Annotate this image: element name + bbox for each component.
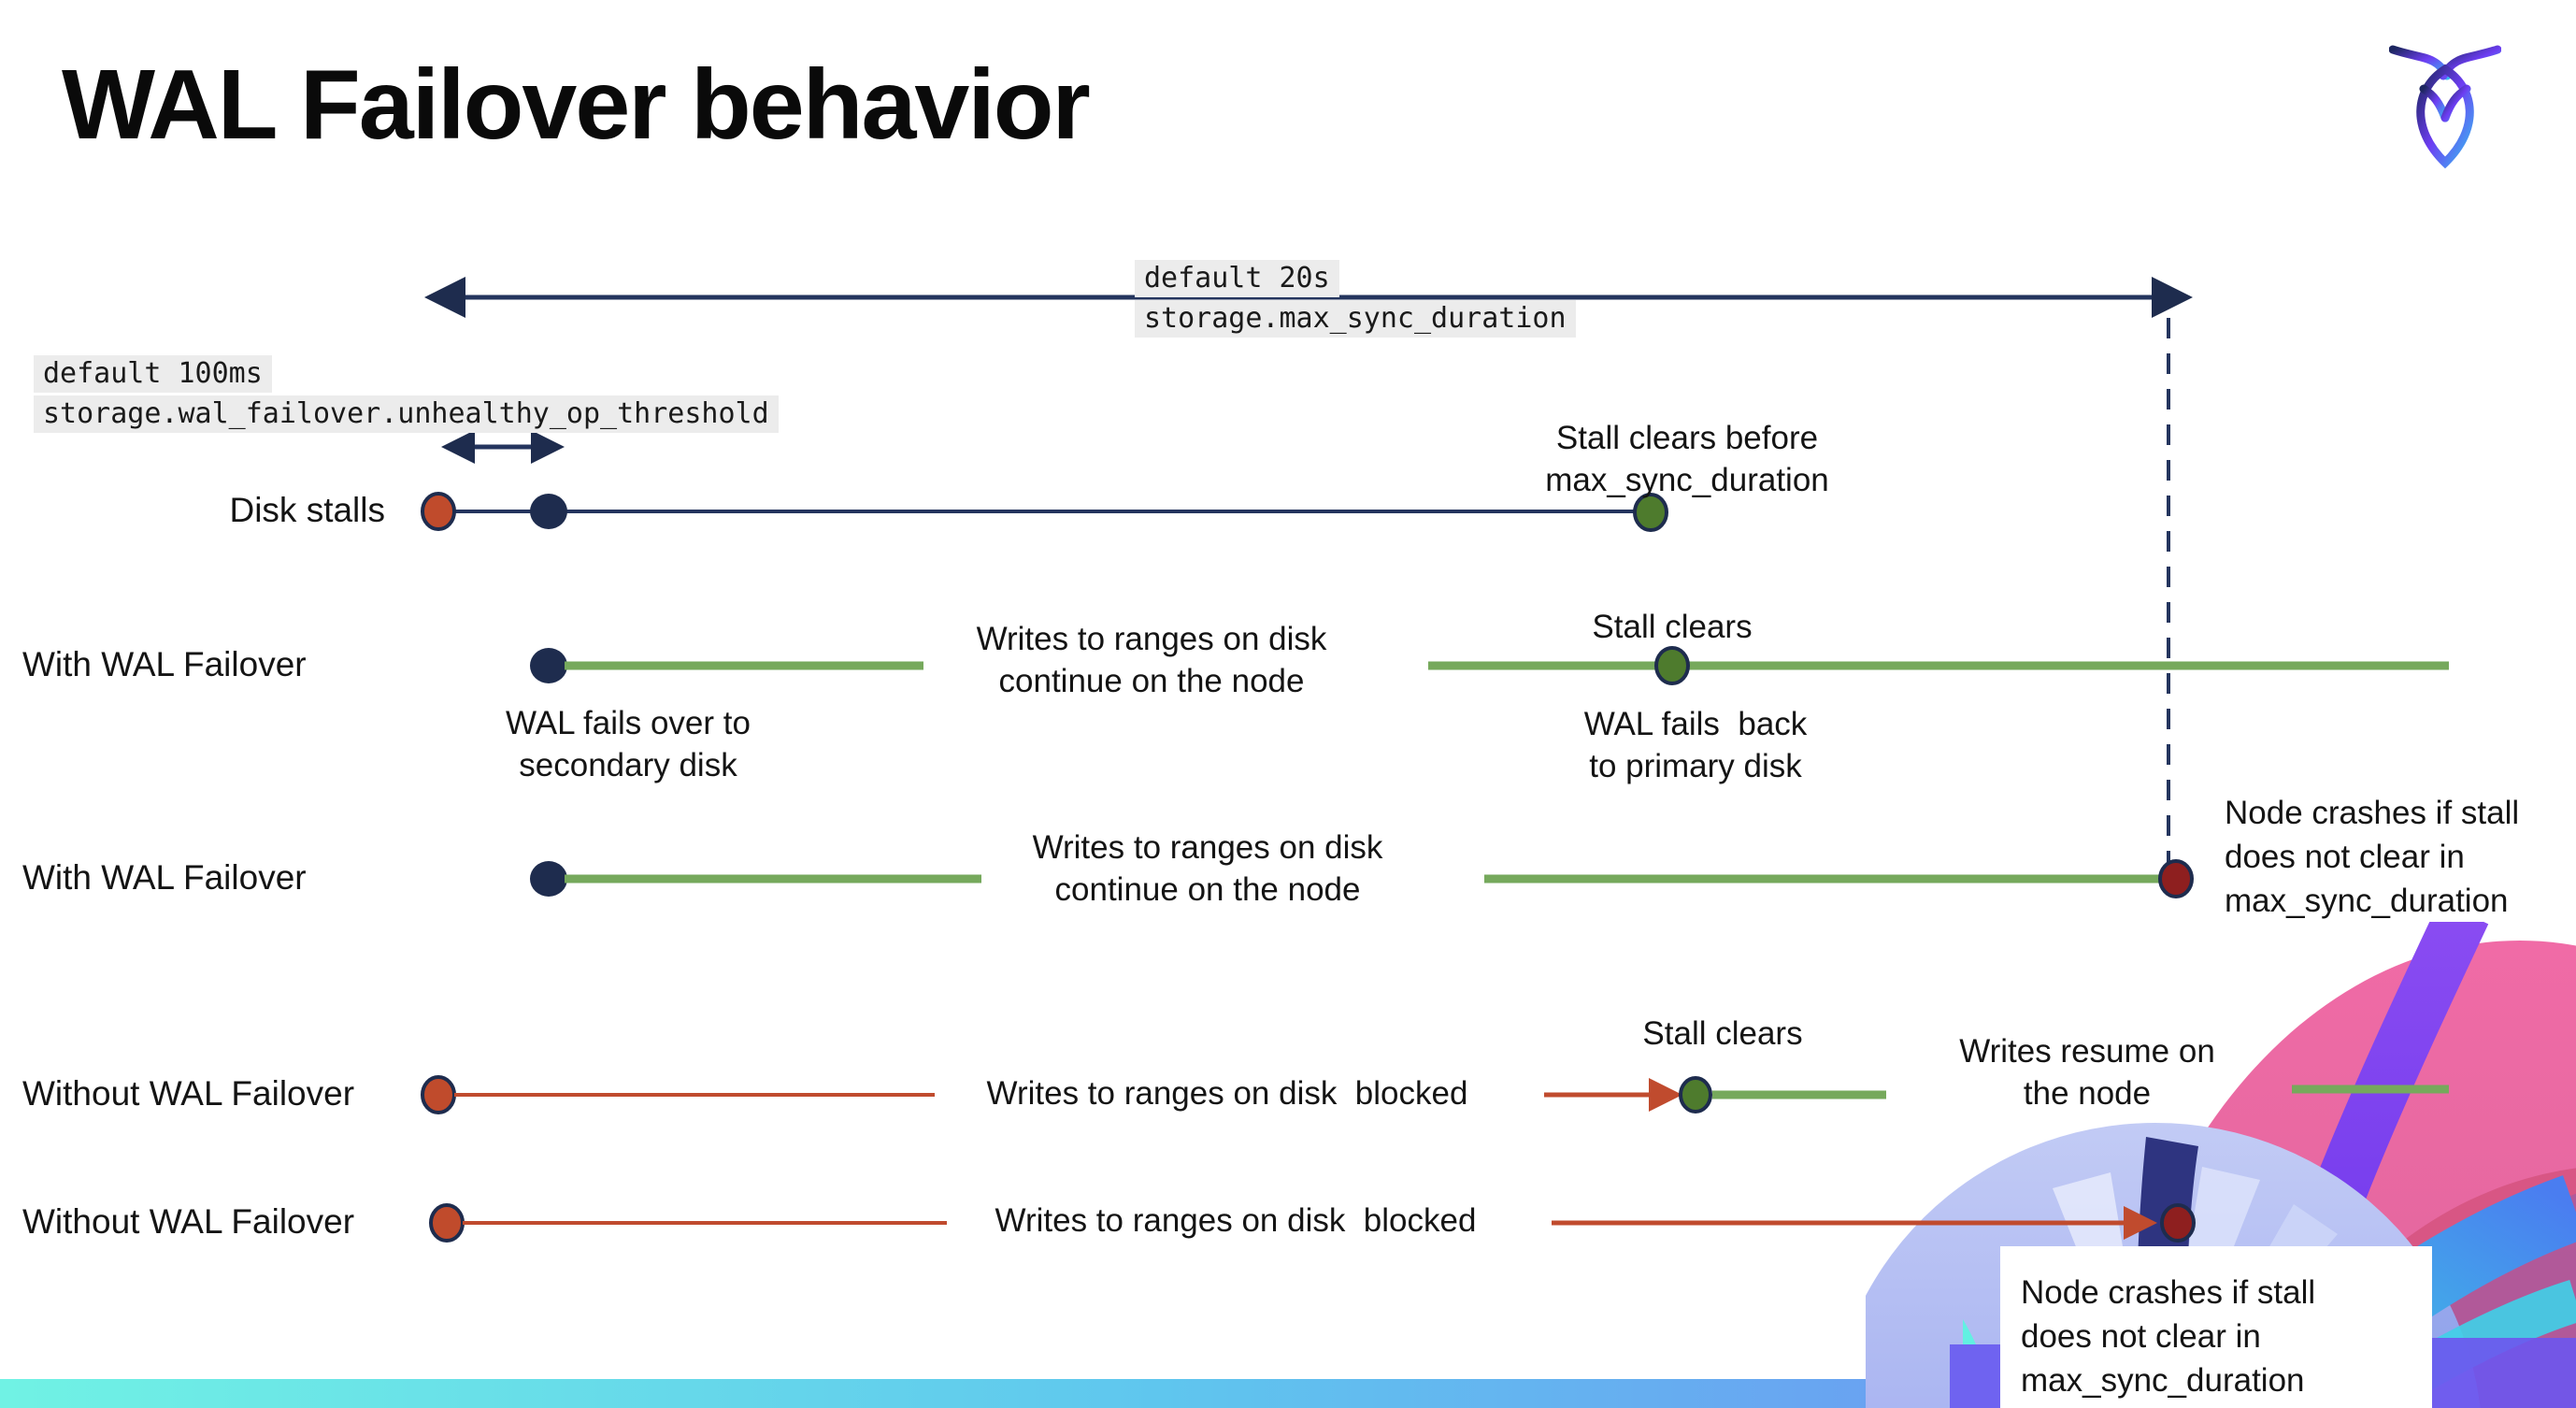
cockroachdb-logo bbox=[2389, 45, 2501, 169]
row5-red-arrowhead bbox=[2124, 1206, 2157, 1240]
failover-dot-row2 bbox=[530, 648, 567, 683]
stall-clears-dot-row4 bbox=[1679, 1076, 1712, 1113]
annotation-writes-resume: Writes resume on the node bbox=[1959, 1033, 2215, 1112]
logo-vein-right bbox=[2440, 84, 2471, 122]
stall-start-dot-row5 bbox=[429, 1203, 465, 1243]
node-crash-dot-row3 bbox=[2158, 859, 2194, 898]
threshold-arrow bbox=[441, 430, 565, 464]
max-sync-default-label: default 20s bbox=[1135, 260, 1339, 297]
annotation-stall-clears-1: Stall clears bbox=[1592, 609, 1753, 645]
node-crash-callout-box: Node crashes if stall does not clear in … bbox=[2000, 1246, 2432, 1408]
annotation-node-crashes-2: Node crashes if stall does not clear in … bbox=[2021, 1274, 2316, 1399]
max-sync-setting-label: storage.max_sync_duration bbox=[1135, 300, 1576, 338]
row-label-with-wal-failover-2: With WAL Failover bbox=[22, 858, 307, 897]
annotation-fails-over: WAL fails over to secondary disk bbox=[506, 705, 751, 783]
art-purple-corner bbox=[1950, 1344, 2006, 1408]
annotation-writes-blocked-2: Writes to ranges on disk blocked bbox=[995, 1202, 1477, 1239]
annotation-stall-clears-2: Stall clears bbox=[1642, 1015, 1803, 1052]
stall-start-dot bbox=[421, 492, 456, 531]
stall-start-dot-row4 bbox=[421, 1075, 456, 1114]
row-label-without-wal-failover-1: Without WAL Failover bbox=[22, 1074, 355, 1113]
threshold-setting-label: storage.wal_failover.unhealthy_op_thresh… bbox=[34, 395, 779, 433]
annotation-fails-back: WAL fails back to primary disk bbox=[1583, 706, 1808, 784]
row-label-disk-stalls: Disk stalls bbox=[229, 491, 385, 529]
stall-clears-dot-row1 bbox=[1633, 493, 1668, 532]
arrowhead-right bbox=[2152, 277, 2193, 318]
failover-dot-row3 bbox=[530, 861, 567, 897]
art-purple-strip bbox=[2408, 1338, 2576, 1408]
page-title: WAL Failover behavior bbox=[62, 50, 1091, 160]
threshold-dot bbox=[530, 494, 567, 529]
annotation-writes-blocked-1: Writes to ranges on disk blocked bbox=[986, 1075, 1468, 1112]
row-label-with-wal-failover-1: With WAL Failover bbox=[22, 645, 307, 683]
logo-vein-left bbox=[2419, 84, 2450, 122]
node-crash-dot-row5 bbox=[2160, 1203, 2196, 1243]
threshold-default-label: default 100ms bbox=[34, 355, 272, 393]
annotation-node-crashes-1: Node crashes if stall does not clear in … bbox=[2225, 795, 2520, 919]
row-label-without-wal-failover-2: Without WAL Failover bbox=[22, 1202, 355, 1241]
arrowhead-left bbox=[424, 277, 465, 318]
annotation-writes-continue-2: Writes to ranges on disk continue on the… bbox=[1032, 829, 1383, 908]
row4-red-arrowhead bbox=[1649, 1078, 1682, 1112]
stall-clears-dot-row2 bbox=[1654, 646, 1690, 685]
annotation-stall-clears-before: Stall clears before max_sync_duration bbox=[1545, 420, 1829, 498]
max-sync-duration-arrow bbox=[424, 277, 2193, 318]
annotation-writes-continue-1: Writes to ranges on disk continue on the… bbox=[976, 621, 1327, 699]
